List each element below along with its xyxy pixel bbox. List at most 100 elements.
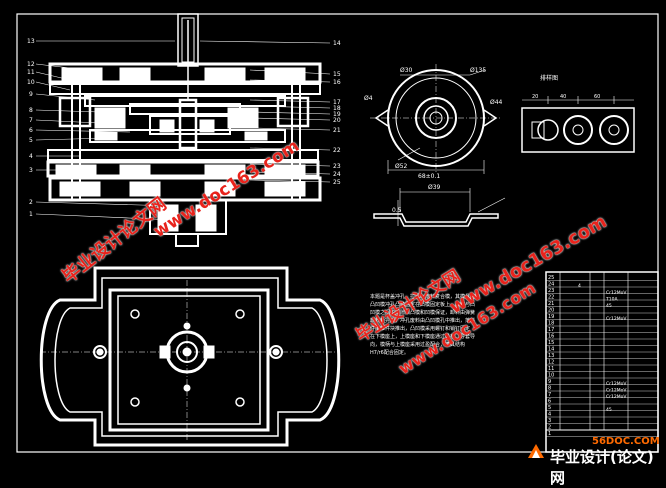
bom-row-number: 22 — [548, 295, 554, 301]
callout-20: 20 — [333, 117, 341, 124]
bom-row-number: 25 — [548, 275, 554, 281]
callout-16: 16 — [333, 79, 341, 86]
bom-row-number: 18 — [548, 321, 554, 327]
logo-domain: 56DOC.COM — [592, 436, 660, 447]
bom-mat-6: Cr12MoV — [606, 388, 627, 394]
bom-row-number: 6 — [548, 399, 551, 405]
callout-18: 18 — [333, 105, 341, 112]
strip-layout — [521, 96, 635, 153]
callouts-left — [35, 40, 176, 221]
callout-12: 12 — [27, 61, 35, 68]
bom-row-number: 19 — [548, 314, 554, 320]
callout-5: 5 — [29, 137, 33, 144]
callout-14: 14 — [333, 40, 341, 47]
bom-row-number: 24 — [548, 282, 554, 288]
part-section-view — [373, 188, 506, 227]
note-line-3: 凹模之间的间隙由凸模和凹模保证，卸料由弹簧 — [370, 309, 475, 316]
bom-row-number: 23 — [548, 288, 554, 294]
drawing-border — [16, 13, 659, 453]
callouts-left-labels: 13 12 11 10 9 8 7 6 5 4 3 2 1 — [27, 38, 35, 218]
strip-dim-40: 40 — [560, 94, 566, 100]
callout-9: 9 — [29, 91, 33, 98]
callout-23: 23 — [333, 163, 341, 170]
technical-notes: 本题是杯盖冲孔、拉深、落料复合模，其模具结构 凸凹模冲孔凸模固定在凸模固定板上，… — [370, 293, 480, 356]
bom-row-number: 9 — [548, 379, 551, 385]
strip-dim-20: 20 — [532, 94, 538, 100]
note-line-8: H7/r6配合固定。 — [370, 349, 409, 356]
assembly-section-view — [46, 13, 322, 247]
part-dim-labels: Ø30 Ø135 Ø44 Ø4 68±0.1 Ø52 — [364, 67, 503, 180]
dim-d44: Ø44 — [490, 99, 503, 106]
bom-row-number: 2 — [548, 425, 551, 431]
bom-row-number: 1 — [548, 431, 551, 437]
note-line-7: 向，模柄与上模座采用过盈配合，模具结构 — [370, 341, 465, 348]
bom-materials: 4 Cr12MoV T10A 45 Cr12MoV Cr12MoV Cr12Mo… — [578, 283, 627, 413]
logo-name: 毕业设计(论文)网 — [550, 448, 654, 487]
cad-drawing-sheet: 13 12 11 10 9 8 7 6 5 4 3 2 1 14 15 16 1… — [16, 13, 659, 453]
dim-d39: Ø39 — [428, 184, 441, 191]
bom-mat-5: Cr12MoV — [606, 394, 627, 400]
bom-mat-7: Cr12MoV — [606, 381, 627, 387]
callout-17: 17 — [333, 99, 341, 106]
strip-dim-60: 60 — [594, 94, 600, 100]
callout-10: 10 — [27, 79, 35, 86]
callout-13: 13 — [27, 38, 35, 45]
callout-25: 25 — [333, 179, 341, 186]
bom-row-number: 15 — [548, 340, 554, 346]
bom-row-number: 20 — [548, 308, 554, 314]
strip-layout-title: 排样图 — [540, 74, 558, 82]
callout-6: 6 — [29, 127, 33, 134]
dim-d30: Ø30 — [400, 67, 413, 74]
bom-mat-21: Cr12MoV — [606, 290, 627, 296]
callout-21: 21 — [333, 127, 341, 134]
callout-22: 22 — [333, 147, 341, 154]
section-dim-labels: Ø39 0.5 — [392, 184, 441, 214]
bom-row-numbers: 2524232221201918171615141312111098765432… — [548, 275, 554, 437]
die-plan-view — [39, 266, 341, 447]
callout-15: 15 — [333, 71, 341, 78]
bom-row-number: 12 — [548, 360, 554, 366]
callout-4: 4 — [29, 153, 33, 160]
callout-8: 8 — [29, 107, 33, 114]
callout-19: 19 — [333, 111, 341, 118]
bom-row-number: 13 — [548, 353, 554, 359]
callout-2: 2 — [29, 199, 33, 206]
callout-3: 3 — [29, 167, 33, 174]
bom-row-number: 10 — [548, 373, 554, 379]
bom-qty-23: 4 — [578, 283, 581, 289]
dim-h: 0.5 — [392, 207, 402, 214]
bom-row-number: 3 — [548, 418, 551, 424]
bom-row-number: 17 — [548, 327, 554, 333]
bom-row-number: 16 — [548, 334, 554, 340]
bom-row-number: 8 — [548, 386, 551, 392]
logo-mark-icon — [528, 444, 544, 458]
dim-d135: Ø135 — [470, 67, 486, 74]
callouts-right-labels: 14 15 16 17 18 19 20 21 22 23 24 25 — [333, 40, 341, 186]
bom-mat-20: T10A — [605, 297, 618, 303]
dim-d52: Ø52 — [395, 163, 408, 170]
bom-mat-19: 45 — [606, 303, 612, 309]
bom-row-number: 5 — [548, 405, 551, 411]
callout-11: 11 — [27, 69, 35, 76]
callout-7: 7 — [29, 117, 33, 124]
dim-68: 68±0.1 — [418, 173, 440, 180]
bom-row-number: 21 — [548, 301, 554, 307]
site-logo: 56DOC.COM 毕业设计(论文)网 — [524, 436, 664, 487]
dim-d4: Ø4 — [364, 95, 373, 102]
note-line-5: 件由推件块推出，凸凹模采用螺钉和销钉固定 — [370, 325, 470, 332]
bom-table — [545, 271, 659, 453]
bom-row-number: 4 — [548, 412, 551, 418]
note-line-4: 卸料板完成，冲孔废料由凸凹模孔中推出，落料 — [370, 317, 475, 324]
callout-1: 1 — [29, 211, 33, 218]
bom-row-number: 14 — [548, 347, 554, 353]
part-top-view — [370, 64, 502, 174]
bom-row-number: 11 — [548, 366, 554, 372]
callouts-right — [199, 40, 331, 183]
note-line-2: 凸凹模冲孔凸模固定在凸模固定板上，凸模与凸 — [370, 301, 475, 308]
callout-24: 24 — [333, 171, 341, 178]
strip-labels: 排样图 20 40 60 — [532, 74, 600, 100]
note-line-6: 在下模座上，上模座和下模座通过导柱、导套导 — [370, 333, 475, 340]
bom-row-number: 7 — [548, 392, 551, 398]
bom-mat-17: Cr12MoV — [606, 316, 627, 322]
note-line-1: 本题是杯盖冲孔、拉深、落料复合模，其模具结构 — [370, 293, 480, 300]
